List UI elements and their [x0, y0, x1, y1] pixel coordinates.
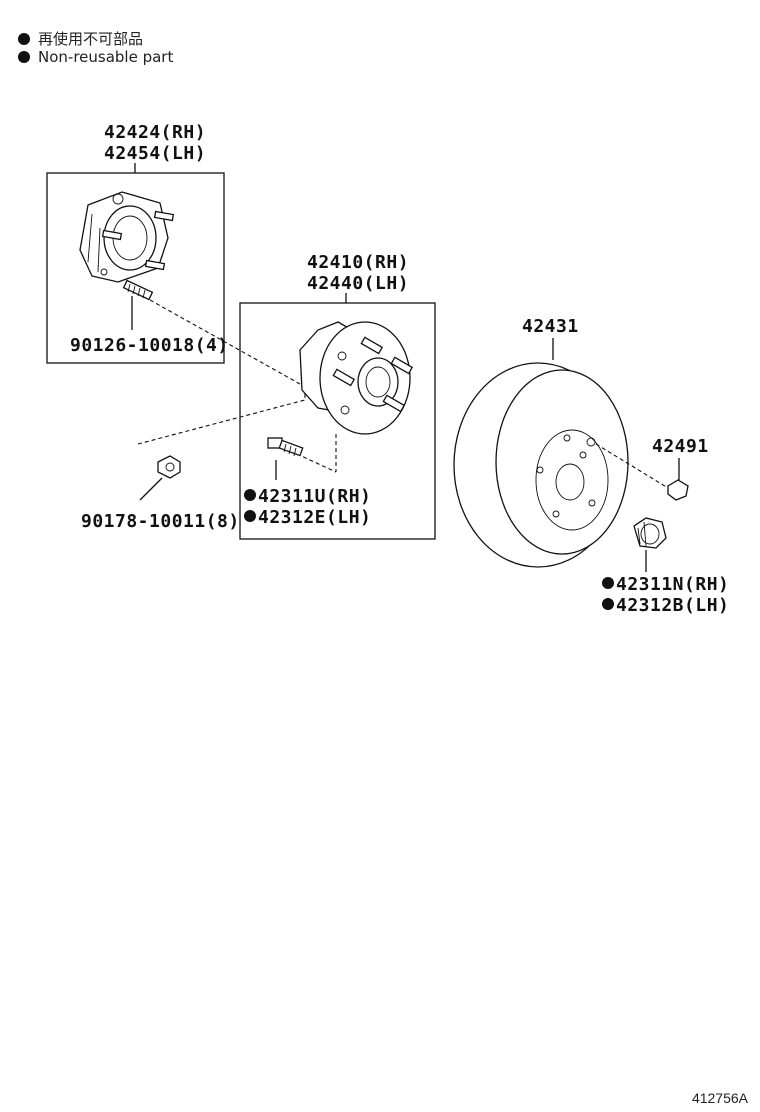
label-42311u-rh: 42311U(RH): [258, 486, 371, 507]
label-42431: 42431: [522, 316, 579, 337]
nut-90178: [157, 455, 181, 479]
non-reusable-dot-icon: [602, 577, 614, 589]
non-reusable-dot-icon: [244, 510, 256, 522]
label-42312e-lh: 42312E(LH): [258, 507, 371, 528]
non-reusable-dot-icon: [244, 489, 256, 501]
label-42454-lh: 42454(LH): [104, 143, 206, 164]
hub-nut-42311n: [633, 517, 667, 549]
label-42424-rh: 42424(RH): [104, 122, 206, 143]
label-42311n-rh: 42311N(RH): [616, 574, 729, 595]
label-42491: 42491: [652, 436, 709, 457]
label-42312b-lh: 42312B(LH): [616, 595, 729, 616]
figure-code: 412756A: [691, 1090, 748, 1106]
plug-42491: [667, 479, 689, 501]
label-42410-rh: 42410(RH): [307, 252, 409, 273]
legend-text-en: Non-reusable part: [38, 48, 174, 66]
brake-disc-part: [453, 362, 629, 568]
hub-group-box: [239, 302, 436, 540]
label-42440-lh: 42440(LH): [307, 273, 409, 294]
hub-bearing-part: [299, 321, 414, 435]
non-reusable-dot-icon: [602, 598, 614, 610]
non-reusable-dot-icon: [18, 51, 30, 63]
stud-bolt-90126: [122, 279, 154, 301]
legend-text-jp: 再使用不可部品: [38, 30, 144, 48]
non-reusable-dot-icon: [18, 32, 30, 45]
knuckle-part: [79, 191, 175, 283]
hub-bolt-42311u: [267, 437, 304, 457]
legend-non-reusable-en: Non-reusable part: [18, 48, 173, 66]
label-90126-10018: 90126-10018(4): [70, 335, 229, 356]
label-90178-10011: 90178-10011(8): [81, 511, 240, 532]
legend-non-reusable-jp: 再使用不可部品: [18, 28, 143, 49]
